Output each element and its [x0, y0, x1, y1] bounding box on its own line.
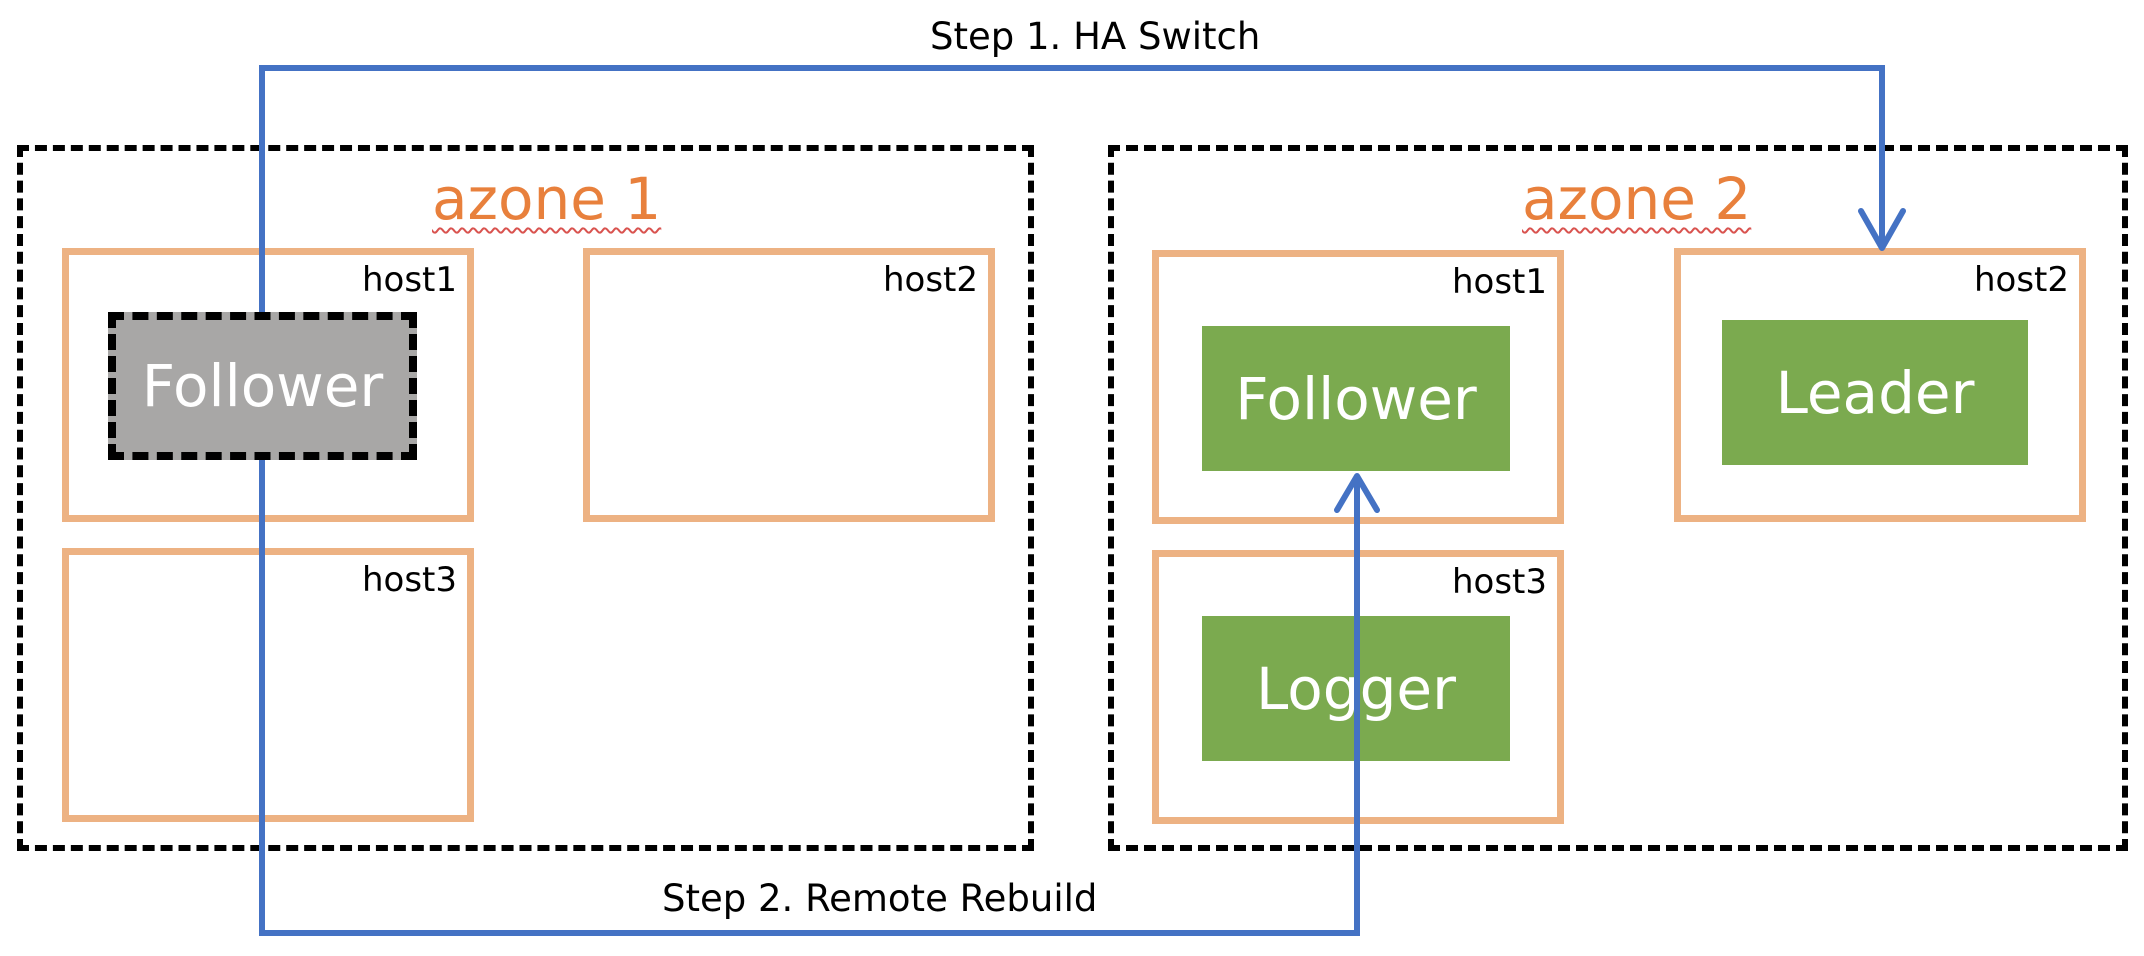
zone-2-host-1-label: host1 [1451, 262, 1547, 302]
zone-1-host-2-label: host2 [882, 260, 978, 300]
zone-2-label: azone 2 [1522, 170, 1751, 228]
zone-2-follower-label: Follower [1235, 364, 1477, 433]
zone-1-host-3: host3 [62, 548, 474, 822]
zone-2-label-text: azone 2 [1522, 165, 1752, 233]
zone-1-label: azone 1 [432, 170, 661, 228]
zone-1-label-text: azone 1 [432, 165, 662, 233]
step-2-label: Step 2. Remote Rebuild [662, 877, 1098, 920]
zone-2-leader-label: Leader [1775, 358, 1975, 427]
zone-2-host-2-label: host2 [1973, 260, 2069, 300]
zone-2-logger-label: Logger [1256, 654, 1456, 723]
zone-2-follower-node: Follower [1202, 326, 1510, 471]
zone-1-follower-label: Follower [141, 352, 384, 420]
zone-1-host-3-label: host3 [361, 560, 457, 600]
zone-1-host-1-label: host1 [361, 260, 457, 300]
zone-2-logger-node: Logger [1202, 616, 1510, 761]
zone-2-leader-node: Leader [1722, 320, 2028, 465]
step-1-label: Step 1. HA Switch [930, 15, 1261, 58]
zone-2-host-3-label: host3 [1451, 562, 1547, 602]
zone-1-host-2: host2 [583, 248, 995, 522]
zone-1-follower-node: Follower [108, 312, 417, 460]
